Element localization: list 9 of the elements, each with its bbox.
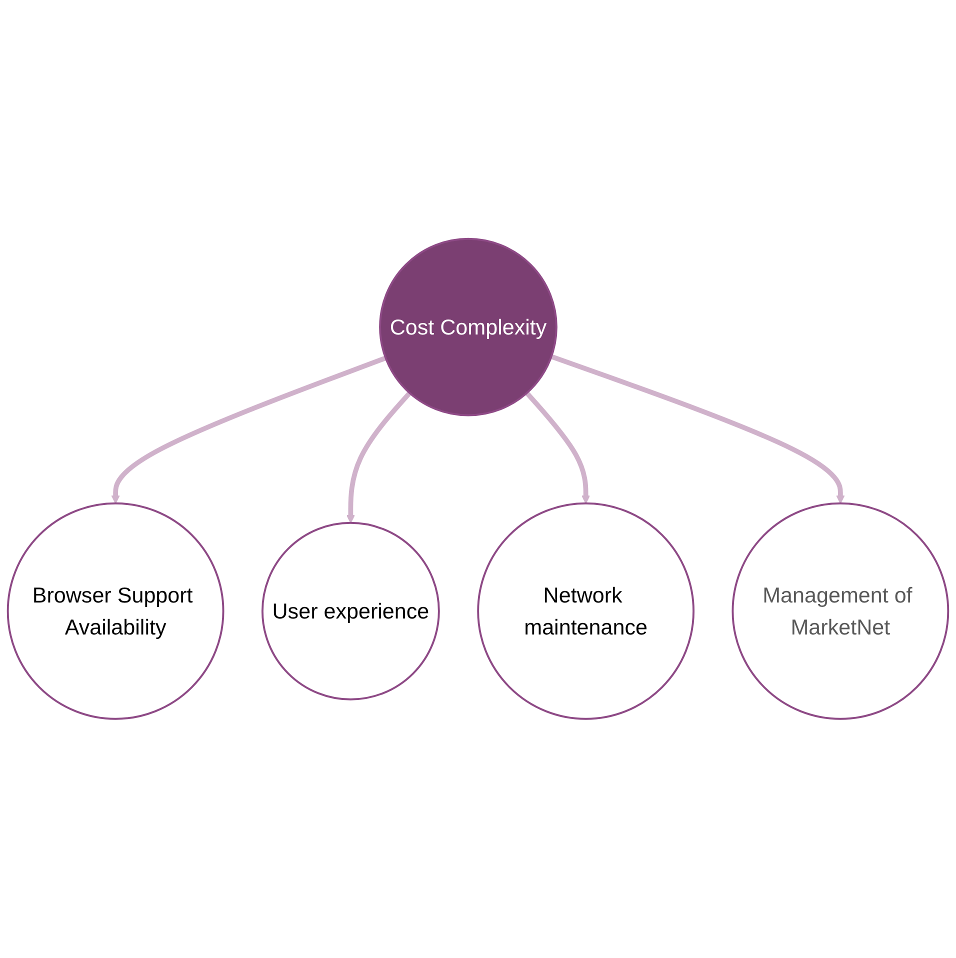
node-circle: Cost Complexity: [379, 238, 558, 416]
arrow: [111, 356, 387, 504]
arrow: [550, 354, 845, 504]
node-circle: User experience: [261, 522, 440, 700]
node-circle: Browser Support Availability: [6, 502, 224, 720]
node-circle: Management of MarketNet: [732, 502, 950, 720]
arrow: [525, 392, 590, 504]
node-circle: Network maintenance: [477, 502, 695, 720]
arrow: [346, 392, 412, 524]
